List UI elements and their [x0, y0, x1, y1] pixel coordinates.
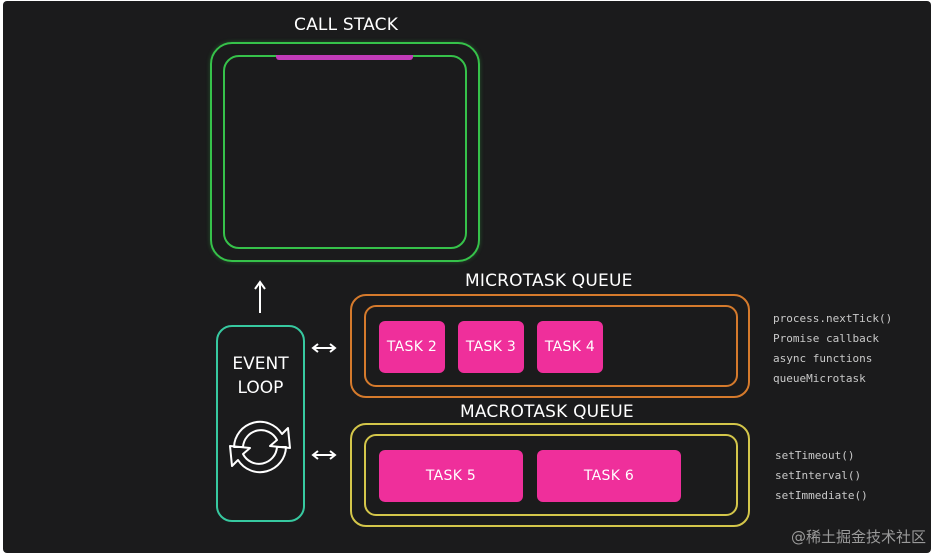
macrotask-item: TASK 5: [379, 450, 523, 502]
macrotask-queue-inner-frame: [364, 434, 738, 516]
macrotask-api-item: setTimeout(): [775, 449, 855, 462]
macrotask-api-list: setTimeout() setInterval() setImmediate(…: [775, 446, 868, 506]
call-stack-inner-frame: [223, 55, 467, 249]
microtask-api-item: process.nextTick(): [773, 312, 893, 325]
arrow-up-icon: [254, 280, 266, 313]
event-loop-box: [216, 325, 305, 522]
microtask-api-list: process.nextTick() Promise callback asyn…: [773, 309, 892, 389]
microtask-api-item: queueMicrotask: [773, 372, 866, 385]
macrotask-queue-outer-frame: [350, 423, 750, 527]
refresh-cycle-icon: [229, 420, 291, 474]
microtask-item: TASK 3: [458, 321, 524, 373]
microtask-queue-outer-frame: [350, 294, 750, 398]
microtask-item: TASK 2: [379, 321, 445, 373]
macrotask-api-item: setInterval(): [775, 469, 862, 482]
microtask-queue-title: MICROTASK QUEUE: [465, 271, 633, 291]
call-stack-title: CALL STACK: [294, 15, 399, 35]
macrotask-api-item: setImmediate(): [775, 489, 868, 502]
microtask-api-item: async functions: [773, 352, 873, 365]
call-stack-top-marker: [276, 55, 413, 60]
double-arrow-icon: [311, 450, 337, 460]
call-stack-outer-frame: [210, 42, 480, 262]
event-loop-label: EVENT LOOP: [216, 352, 305, 400]
microtask-item: TASK 4: [537, 321, 603, 373]
macrotask-item: TASK 6: [537, 450, 681, 502]
watermark-text: @稀土掘金技术社区: [790, 528, 926, 546]
microtask-api-item: Promise callback: [773, 332, 879, 345]
event-loop-label-line2: LOOP: [237, 378, 284, 398]
double-arrow-icon: [311, 343, 337, 353]
macrotask-queue-title: MACROTASK QUEUE: [460, 402, 634, 422]
event-loop-label-line1: EVENT: [232, 354, 289, 374]
microtask-queue-inner-frame: [364, 305, 738, 387]
